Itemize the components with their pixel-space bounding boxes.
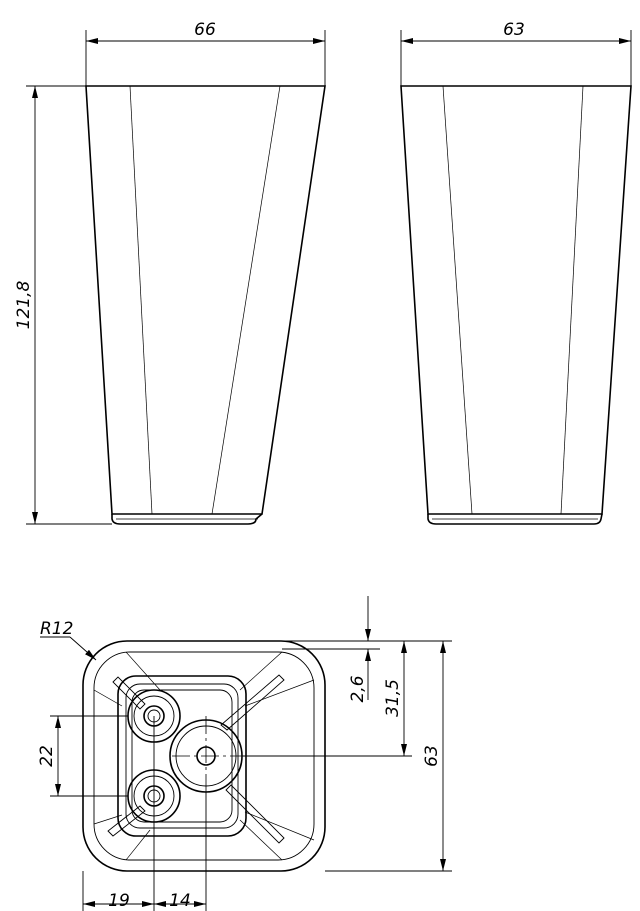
bottom-view: R12 2,6 31,5 63 22 19 14: [37, 596, 452, 911]
side-view: 63: [400, 20, 632, 525]
radius-label: R12: [40, 619, 73, 639]
dim-top-offset-label: 2,6: [348, 675, 368, 702]
ribs: [107, 674, 285, 844]
dim-total-height-label: 63: [422, 745, 442, 767]
front-width-label: 66: [194, 20, 216, 40]
dim-hole-spacing-label: 22: [37, 745, 57, 767]
dim-left-offset-label: 19: [108, 891, 130, 911]
radius-leader: [69, 636, 97, 661]
side-width-label: 63: [503, 20, 525, 40]
front-view: 66 121,8: [14, 20, 326, 525]
side-body-outline: [400, 85, 632, 515]
front-body-outline: [85, 85, 326, 515]
dim-center-offset-label: 31,5: [383, 679, 403, 717]
dim-center-spacing-label: 14: [169, 891, 191, 911]
front-height-label: 121,8: [14, 280, 34, 329]
